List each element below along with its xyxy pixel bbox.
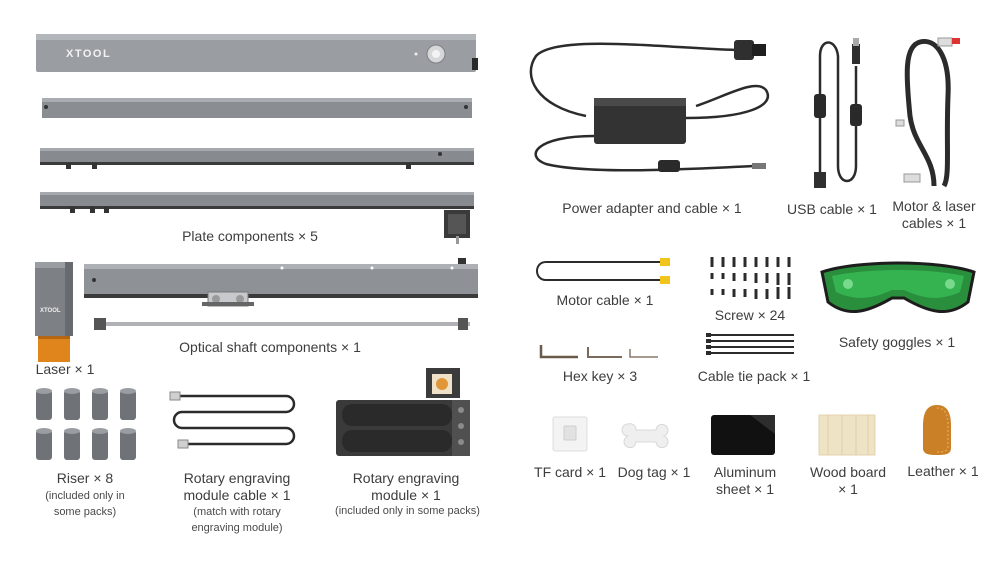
- aluminum-sheet-label: Aluminum sheet × 1: [713, 464, 777, 497]
- power-adapter-illustration: [529, 40, 769, 172]
- tf-card-label: TF card × 1: [534, 464, 606, 480]
- plate-components-illustration: XTOOL: [36, 34, 478, 244]
- wood-board-illustration: [818, 414, 876, 456]
- laser-label: Laser × 1: [35, 361, 95, 377]
- motor-cable-label: Motor cable × 1: [556, 292, 654, 308]
- plate-components-label: Plate components × 5: [182, 228, 318, 244]
- usb-cable-label: USB cable × 1: [787, 201, 877, 217]
- hex-key-label: Hex key × 3: [562, 368, 638, 384]
- hex-key-illustration: [539, 345, 658, 359]
- tf-card-illustration: [552, 416, 588, 452]
- safety-goggles-label: Safety goggles × 1: [838, 334, 956, 350]
- motor-laser-cables-illustration: [895, 37, 960, 188]
- rotary-cable-illustration: [169, 391, 296, 449]
- usb-cable-illustration: [814, 38, 862, 188]
- riser-label: Riser × 8: [56, 470, 114, 486]
- wood-board-label: Wood board × 1: [809, 464, 886, 497]
- leather-label: Leather × 1: [907, 463, 979, 479]
- laser-brand-text: XTOOL: [40, 308, 61, 314]
- optical-shaft-label: Optical shaft components × 1: [179, 339, 361, 355]
- rotary-cable-label: Rotary engraving module cable × 1: [183, 470, 291, 503]
- riser-note: (included only in some packs): [45, 490, 125, 518]
- cable-tie-illustration: [706, 333, 794, 355]
- rotary-module-illustration: [336, 368, 470, 456]
- laser-illustration: XTOOL: [35, 262, 73, 362]
- dog-tag-illustration: [621, 423, 669, 449]
- rotary-module-note: (included only in some packs): [335, 505, 480, 517]
- power-adapter-label: Power adapter and cable × 1: [562, 200, 742, 216]
- riser-illustration: [36, 388, 136, 460]
- screw-label: Screw × 24: [714, 307, 786, 323]
- safety-goggles-illustration: [820, 261, 976, 314]
- motor-cable-illustration: [536, 258, 670, 284]
- screw-illustration: [710, 257, 791, 299]
- plate-brand-text: XTOOL: [66, 48, 111, 60]
- cable-tie-label: Cable tie pack × 1: [697, 368, 811, 384]
- aluminum-sheet-illustration: [711, 415, 775, 455]
- motor-laser-cables-label: Motor & laser cables × 1: [892, 198, 976, 231]
- leather-illustration: [923, 405, 951, 455]
- optical-shaft-illustration: [84, 258, 478, 330]
- dog-tag-label: Dog tag × 1: [617, 464, 691, 480]
- rotary-cable-note: (match with rotary engraving module): [191, 506, 283, 534]
- rotary-module-label: Rotary engraving module × 1: [352, 470, 460, 503]
